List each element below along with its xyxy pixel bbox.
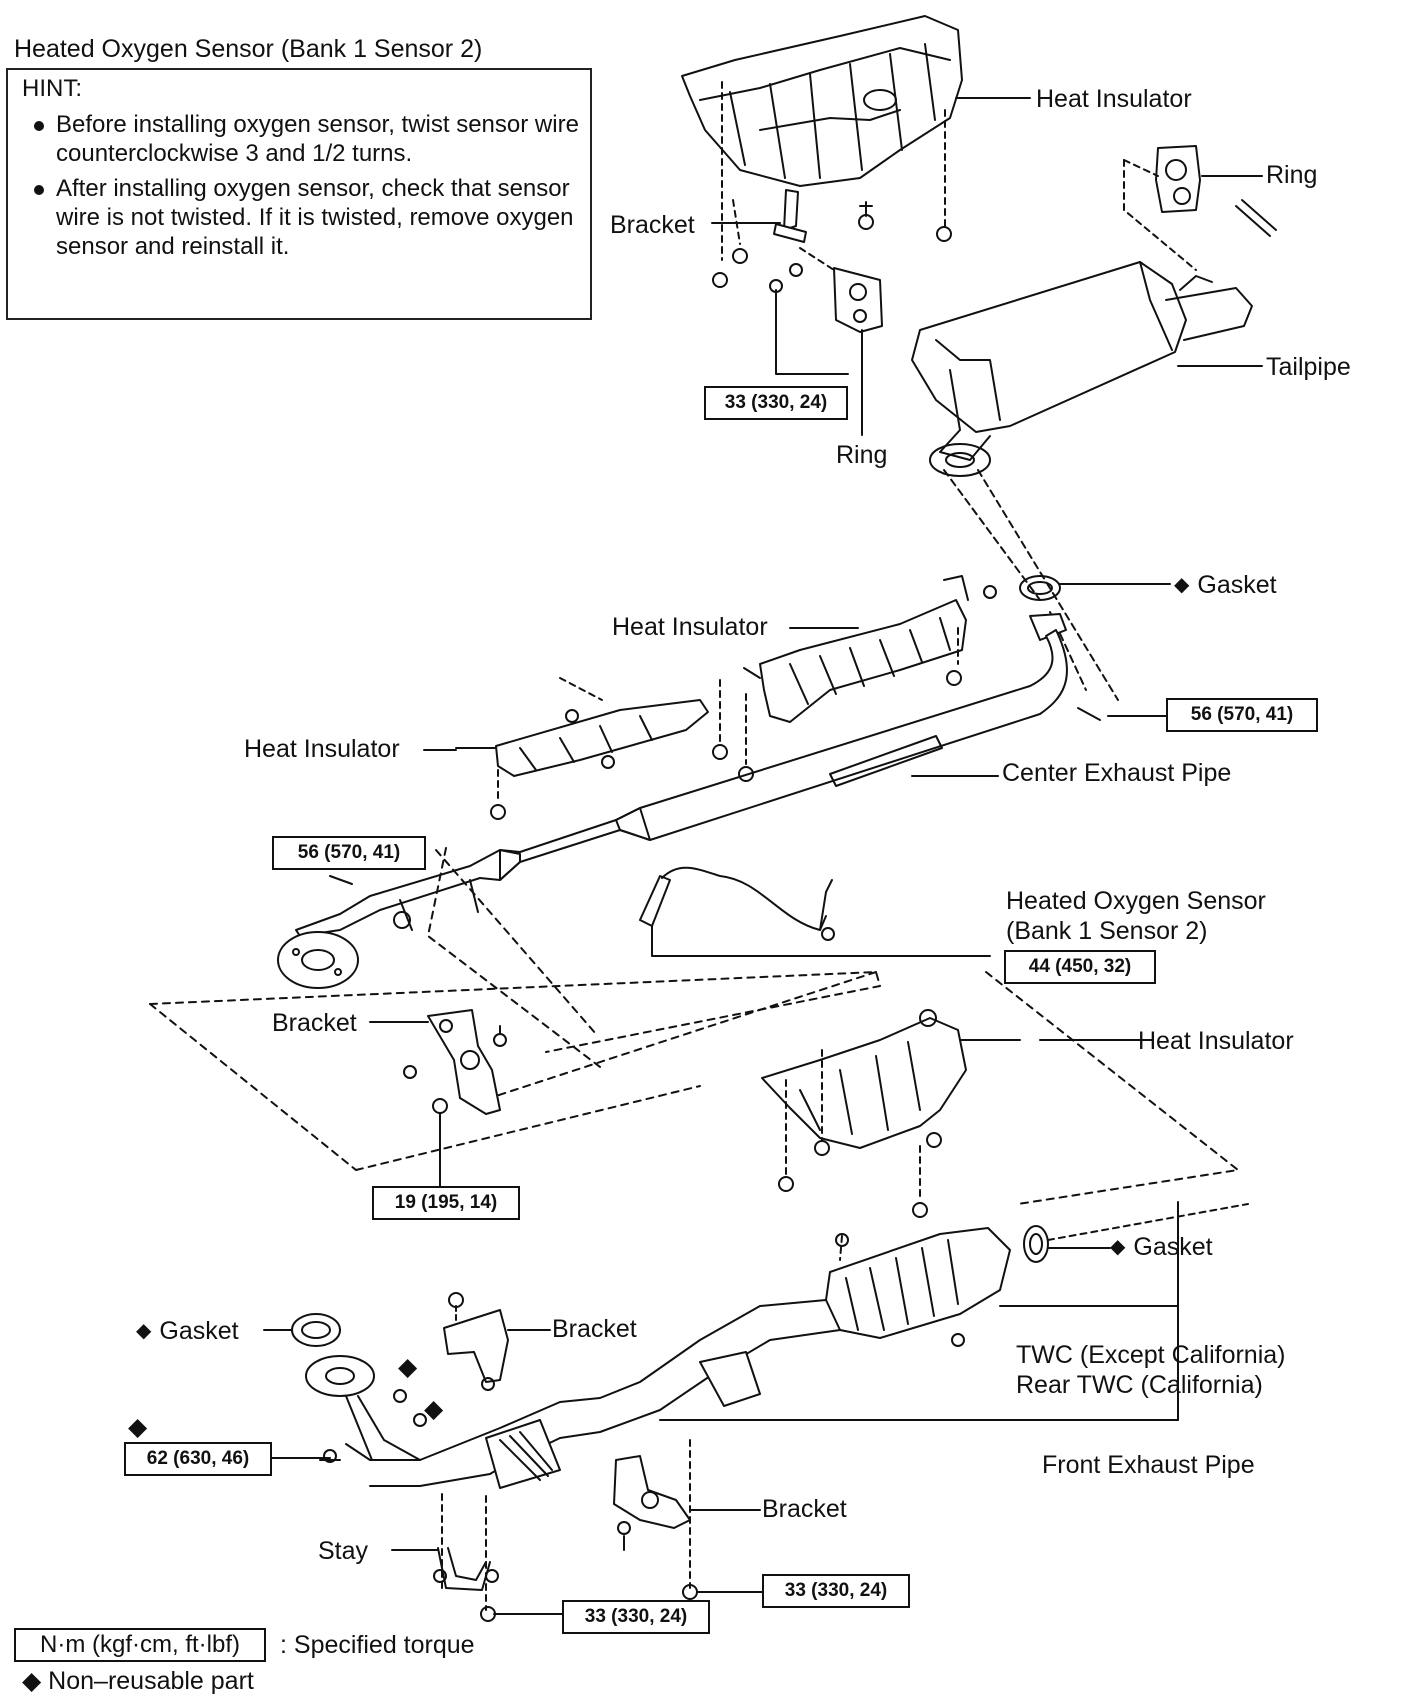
torque-spec-33-top: 33 (330, 24) <box>704 386 848 420</box>
label-bracket-bottom: Bracket <box>762 1495 847 1523</box>
hint-item: Before installing oxygen sensor, twist s… <box>22 110 580 168</box>
front-pipe-dash-lines <box>441 1203 1249 1611</box>
gasket-mid-part <box>1019 575 1171 601</box>
hint-item: After installing oxygen sensor, check th… <box>22 174 580 261</box>
center-exhaust-pipe-part <box>277 613 1068 989</box>
non-reusable-icon: ◆ <box>1174 574 1190 596</box>
label-oxygen-sensor-line2: (Bank 1 Sensor 2) <box>1006 917 1208 945</box>
label-gasket-lower-left: ◆ Gasket <box>136 1316 239 1348</box>
hint-label: HINT: <box>22 75 82 102</box>
non-reusable-icon: ◆ <box>128 1413 148 1441</box>
heat-insulator-lower-part <box>761 1009 1021 1156</box>
bullet-icon <box>34 121 44 131</box>
label-bracket-top: Bracket <box>610 211 695 239</box>
heat-insulator-mid-part <box>743 575 997 723</box>
non-reusable-icon: ◆ <box>136 1320 152 1342</box>
label-front-exhaust-pipe: Front Exhaust Pipe <box>1042 1451 1255 1479</box>
label-gasket-lower-right: ◆ Gasket <box>1110 1232 1213 1264</box>
bullet-icon <box>34 185 44 195</box>
label-heat-insulator-top: Heat Insulator <box>1036 85 1192 113</box>
bracket-mid-part <box>369 1009 507 1195</box>
torque-spec-19: 19 (195, 14) <box>372 1186 520 1220</box>
legend-non-reusable: ◆ Non–reusable part <box>22 1667 254 1695</box>
label-gasket-lower-right-text: Gasket <box>1133 1233 1213 1261</box>
label-center-exhaust-pipe: Center Exhaust Pipe <box>1002 759 1232 787</box>
hint-title: Heated Oxygen Sensor (Bank 1 Sensor 2) <box>14 35 483 63</box>
label-bracket-lower: Bracket <box>552 1315 637 1343</box>
torque-spec-44: 44 (450, 32) <box>1004 950 1156 984</box>
label-heat-insulator-mid: Heat Insulator <box>612 613 768 641</box>
heat-insulator-top-part <box>681 15 963 187</box>
label-gasket-mid: ◆ Gasket <box>1174 570 1277 602</box>
ring-right-part <box>1123 145 1277 271</box>
non-reusable-icon: ◆ <box>1110 1236 1126 1258</box>
label-heat-insulator-left: Heat Insulator <box>244 735 400 763</box>
front-exhaust-pipe-part <box>305 1201 1179 1489</box>
label-twc-line2: Rear TWC (California) <box>1016 1371 1263 1399</box>
label-twc-line1: TWC (Except California) <box>1016 1341 1286 1369</box>
leader-lines <box>329 97 1263 1041</box>
lower-insulator-dash-lines <box>785 1049 921 1201</box>
legend-torque-box: N·m (kgf·cm, ft·lbf) <box>14 1628 266 1662</box>
non-reusable-icon: ◆ <box>398 1353 418 1381</box>
non-reusable-icon: ◆ <box>424 1395 444 1423</box>
torque-spec-56-right: 56 (570, 41) <box>1166 698 1318 732</box>
left-insulator-dash-lines <box>497 677 603 801</box>
label-tailpipe: Tailpipe <box>1266 353 1351 381</box>
bracket-top-part <box>711 189 807 243</box>
hint-box: HINT: Before installing oxygen sensor, t… <box>6 68 592 320</box>
label-bracket-mid: Bracket <box>272 1009 357 1037</box>
label-ring-right: Ring <box>1266 161 1318 189</box>
ring-mid-part <box>799 247 883 436</box>
bracket-lower-part <box>319 1292 551 1463</box>
hint-item-text: Before installing oxygen sensor, twist s… <box>56 111 579 167</box>
heat-insulator-left-part <box>455 699 709 777</box>
label-oxygen-sensor-line1: Heated Oxygen Sensor <box>1006 887 1266 915</box>
hint-item-text: After installing oxygen sensor, check th… <box>56 175 574 260</box>
label-heat-insulator-lower: Heat Insulator <box>1138 1027 1294 1055</box>
torque-spec-62: 62 (630, 46) <box>124 1442 272 1476</box>
bracket-group-dash-box <box>149 847 1239 1205</box>
torque-spec-33-right: 33 (330, 24) <box>762 1574 910 1608</box>
bracket-bottom-part <box>613 1455 761 1551</box>
label-gasket-mid-text: Gasket <box>1197 571 1277 599</box>
legend-torque-text: : Specified torque <box>280 1631 475 1659</box>
torque-spec-56-left: 56 (570, 41) <box>272 836 426 870</box>
muffler-part <box>911 261 1253 477</box>
label-ring-mid: Ring <box>836 441 888 469</box>
gasket-left-part <box>263 1313 341 1347</box>
label-stay: Stay <box>318 1537 369 1565</box>
top-fasteners <box>712 201 952 293</box>
stay-part <box>391 1547 499 1591</box>
label-gasket-lower-left-text: Gasket <box>159 1317 239 1345</box>
mid-insulator-dash-lines <box>719 627 959 765</box>
torque-spec-33-bottom: 33 (330, 24) <box>562 1600 710 1634</box>
oxygen-sensor-part <box>639 866 991 957</box>
